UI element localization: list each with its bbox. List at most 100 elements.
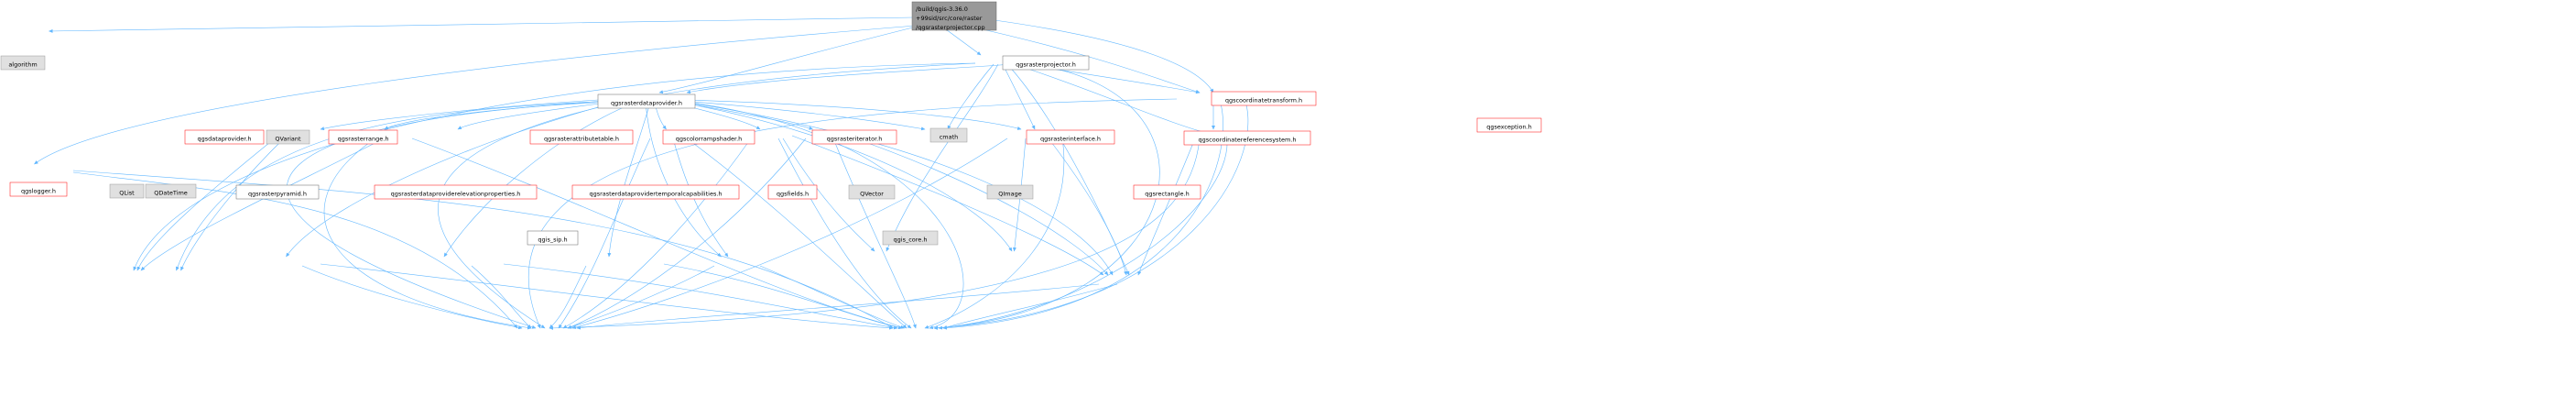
node-qgsrasterdataprovider-h[interactable]: qgsrasterdataprovider.h bbox=[597, 94, 696, 109]
edge-qgsdataprovider-to-qlist bbox=[136, 138, 276, 271]
node-label: qgsexception.h bbox=[1486, 124, 1532, 131]
edge-qgsrectangle-to-qgis-sip bbox=[576, 283, 1100, 330]
node-qgsexception-h[interactable]: qgsexception.h bbox=[1476, 117, 1542, 133]
node-qdatetime: QDateTime bbox=[145, 183, 197, 199]
node-label: qgsrasterdataprovidertemporalcapabilitie… bbox=[589, 191, 722, 198]
node-qimage: QImage bbox=[986, 184, 1034, 200]
node-label: qgsrasterpyramid.h bbox=[248, 191, 307, 198]
edge-projector-to-qgsrasterinterface bbox=[1002, 63, 1036, 130]
edge-qgsfields-to-qgis-sip bbox=[567, 265, 715, 329]
edge-dataprovider-to-elevation-props bbox=[443, 101, 637, 258]
edge-projector-to-qvector bbox=[886, 63, 999, 252]
node-qgsfields-h[interactable]: qgsfields.h bbox=[767, 184, 818, 200]
edge-root-to-qgscoordinatetransform bbox=[965, 25, 1201, 94]
edge-temporal-caps-to-qgis-sip bbox=[549, 265, 587, 329]
edge-coordrefsystem-to-qgis-sip bbox=[549, 138, 1201, 330]
dependency-edges bbox=[34, 16, 1249, 330]
edge-dataprovider-to-qgis-core bbox=[684, 101, 964, 330]
edge-qgscolorrampshader-to-qgsrectangle bbox=[791, 135, 1104, 276]
edge-qgscolorrampshader-to-qvector bbox=[782, 138, 875, 252]
node-label: QVariant bbox=[275, 136, 301, 143]
node-label: +99sid/src/core/raster bbox=[916, 15, 983, 22]
node-qgsrectangle-h[interactable]: qgsrectangle.h bbox=[1133, 184, 1201, 200]
node-label: qgslogger.h bbox=[21, 188, 56, 195]
edge-projector-to-qlist bbox=[133, 62, 976, 271]
edge-projector-to-qgis-core bbox=[933, 63, 1160, 330]
edge-root-to-qgsrasterdataprovider bbox=[658, 25, 921, 94]
edge-dataprovider-to-qgsrasterinterface bbox=[684, 99, 1022, 130]
node-qgscolorrampshader-h[interactable]: qgscolorrampshader.h bbox=[662, 129, 755, 145]
node-qgslogger-h[interactable]: qgslogger.h bbox=[9, 182, 68, 197]
edge-dataprovider-to-qgsrasterrange bbox=[457, 100, 624, 130]
edge-qgsdataprovider-to-qdatetime bbox=[180, 138, 285, 271]
node-qgsrasterattributetable-h[interactable]: qgsrasterattributetable.h bbox=[529, 129, 634, 145]
edge-dataprovider-to-qgsrectangle bbox=[681, 101, 1114, 276]
node-qgscoordinatetransform-h[interactable]: qgscoordinatetransform.h bbox=[1211, 91, 1317, 106]
edge-dataprovider-to-temporal-caps bbox=[607, 101, 651, 258]
node-qgsrasterdataproviderelevationproperties-h[interactable]: qgsrasterdataproviderelevationproperties… bbox=[374, 184, 538, 200]
edge-qgsexception-to-qgis-core bbox=[942, 101, 1223, 330]
node-label: qgsrasterdataproviderelevationproperties… bbox=[391, 191, 521, 198]
edge-dataprovider-to-qgis-sip bbox=[287, 101, 614, 329]
node-qgsrasterdataprovidertemporalcapabilities-h[interactable]: qgsrasterdataprovidertemporalcapabilitie… bbox=[571, 184, 740, 200]
edge-qgsrasterattributetable-to-qgsfields bbox=[672, 138, 729, 258]
node-root: /build/qgis-3.36.0 +99sid/src/core/raster… bbox=[911, 1, 997, 31]
node-cmath: cmath bbox=[929, 127, 968, 143]
edge-projector-to-qgscoordinatereferencesystem bbox=[1014, 63, 1214, 137]
node-qgsrasterpyramid-h[interactable]: qgsrasterpyramid.h bbox=[235, 184, 320, 200]
node-qgsdataprovider-h[interactable]: qgsdataprovider.h bbox=[184, 129, 265, 145]
node-label: qgscolorrampshader.h bbox=[676, 136, 743, 143]
edge-projector-to-qgsrectangle bbox=[1006, 63, 1130, 276]
edge-root-to-qgsexception bbox=[994, 19, 1214, 94]
edge-qgsrasteriterator-to-qgis-core bbox=[832, 138, 917, 329]
node-label: qgsrasteriterator.h bbox=[827, 136, 883, 143]
edge-qgsrasterinterface-to-qgsrectangle bbox=[1048, 138, 1127, 276]
node-qvariant: QVariant bbox=[266, 129, 310, 145]
edge-qgsrasterpyramid-to-qgis-sip bbox=[301, 265, 523, 330]
node-label: qgsrasterinterface.h bbox=[1040, 136, 1101, 143]
edge-qgsrasterinterface-to-qgis-core bbox=[924, 138, 1065, 329]
node-label: qgsrectangle.h bbox=[1145, 191, 1190, 198]
edge-qgsrasterattributetable-to-qgis-core bbox=[686, 138, 908, 329]
edge-coordrefsystem-to-qgsrectangle bbox=[1137, 138, 1196, 276]
edge-dataprovider-to-qgsfields bbox=[645, 101, 722, 258]
edge-qgscolorrampshader-to-qgis-sip bbox=[562, 138, 752, 329]
edge-coordrefsystem-to-qgis-core bbox=[938, 138, 1228, 330]
node-label: qgscoordinatetransform.h bbox=[1225, 97, 1302, 104]
edge-qgsrasteriterator-to-qgsrectangle bbox=[846, 135, 1109, 276]
node-qlist: QList bbox=[109, 183, 145, 199]
edge-qgsrasterrange-to-qgis-core bbox=[411, 138, 903, 329]
node-algorithm: algorithm bbox=[0, 55, 46, 71]
edge-projector-to-qgis-sip bbox=[438, 62, 976, 329]
node-label: /build/qgis-3.36.0 bbox=[916, 6, 968, 13]
edge-elevation-props-to-qgis-core bbox=[503, 263, 898, 330]
edge-temporal-caps-to-qgis-core bbox=[663, 263, 903, 330]
node-qvector: QVector bbox=[848, 184, 896, 200]
node-label: qgis_core.h bbox=[894, 236, 928, 244]
node-label: QImage bbox=[998, 191, 1021, 198]
node-label: /qgsrasterprojector.cpp bbox=[916, 24, 985, 31]
node-qgsrasterrange-h[interactable]: qgsrasterrange.h bbox=[328, 129, 398, 145]
node-qgis-core-h: qgis_core.h bbox=[882, 230, 939, 246]
node-label: QDateTime bbox=[154, 190, 188, 197]
node-label: qgsrasterrange.h bbox=[338, 136, 389, 143]
edge-qgscolorrampshader-to-qgis-core bbox=[777, 138, 912, 329]
node-qgsrasterprojector-h[interactable]: qgsrasterprojector.h bbox=[1002, 55, 1090, 71]
node-label: qgsrasterprojector.h bbox=[1016, 61, 1076, 69]
node-qgsrasterinterface-h[interactable]: qgsrasterinterface.h bbox=[1026, 129, 1115, 145]
edge-root-to-qgsrasterprojector bbox=[940, 25, 982, 56]
edge-qgsrasterpyramid-to-qgis-core bbox=[320, 263, 894, 330]
edge-dataprovider-to-qgsdataprovider bbox=[320, 98, 614, 131]
node-qgscoordinatereferencesystem-h[interactable]: qgscoordinatereferencesystem.h bbox=[1183, 130, 1311, 146]
edge-qgsrasterrange-to-qlist bbox=[140, 135, 390, 271]
node-qgsrasteriterator-h[interactable]: qgsrasteriterator.h bbox=[811, 129, 897, 145]
edge-projector-to-qgsrasterdataprovider bbox=[686, 63, 1013, 94]
edge-root-to-qgslogger bbox=[34, 25, 917, 165]
node-qgis-sip-h[interactable]: qgis_sip.h bbox=[527, 230, 579, 246]
node-label: qgis_sip.h bbox=[538, 236, 567, 244]
edge-root-to-algorithm bbox=[49, 16, 915, 33]
edge-qgsrasterattributetable-to-qgis-sip bbox=[558, 138, 651, 329]
edge-qgsfields-to-qgis-core bbox=[759, 265, 905, 329]
node-label: qgsdataprovider.h bbox=[198, 136, 252, 143]
